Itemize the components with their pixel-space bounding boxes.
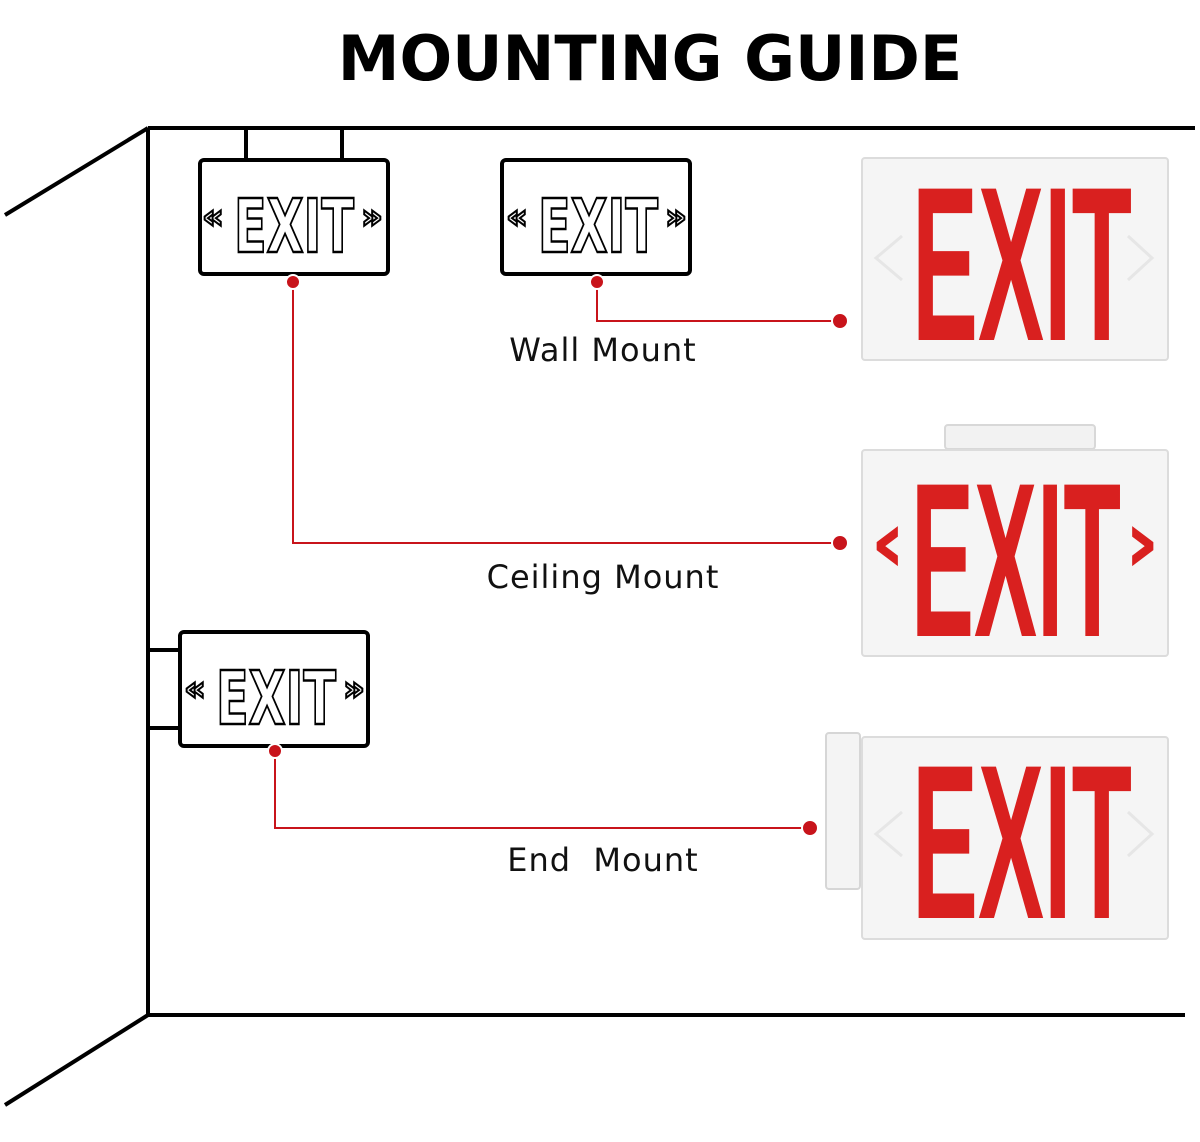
right-arrow-icon: » [343, 669, 365, 709]
exit-outline-text: EXIT [538, 184, 658, 270]
exit-outline-text: EXIT [234, 184, 354, 270]
sign-panel [861, 157, 1169, 361]
exit-red-text: EXIT [912, 141, 1132, 387]
sign-frame [198, 158, 390, 276]
end-mount-label: End Mount [507, 841, 698, 879]
connector-dot [831, 534, 849, 552]
faint-chevron-left-icon [873, 810, 903, 858]
ceiling-mount-label: Ceiling Mount [487, 558, 720, 596]
sign-frame [500, 158, 692, 276]
faint-chevron-right-icon [1126, 810, 1155, 858]
sign-panel [861, 736, 1169, 940]
left-arrow-icon: « [202, 197, 224, 237]
chevron-right-icon: › [1124, 490, 1160, 593]
connectors [274, 282, 840, 829]
ceiling-left-edge [3, 126, 150, 217]
ceiling-mount-red-sign: ‹ › EXIT [861, 424, 1169, 683]
exit-red-text: EXIT [912, 719, 1132, 965]
page-title: MOUNTING GUIDE [338, 22, 962, 95]
wall-mount-red-sign: EXIT [861, 141, 1169, 387]
connector-dot [267, 743, 283, 759]
ceiling-mount-connector [292, 282, 840, 544]
sign-panel [861, 449, 1169, 657]
connector-dot [589, 274, 605, 290]
room-outline [3, 126, 1195, 1107]
end-mount-outline-sign: « EXIT » [148, 630, 370, 748]
connector-dot [285, 274, 301, 290]
ceiling-mount-outline-sign: « EXIT » [198, 128, 390, 276]
exit-red-text: EXIT [911, 437, 1121, 683]
left-arrow-icon: « [184, 669, 206, 709]
wall-mount-connector [596, 282, 840, 322]
wall-mount-outline-sign: « EXIT » [500, 158, 692, 276]
end-bracket-plate [825, 732, 861, 890]
connector-dots [267, 274, 849, 837]
faint-chevron-right-icon [1126, 234, 1155, 282]
faint-chevron-left-icon [873, 234, 903, 282]
chevron-left-icon: ‹ [870, 490, 906, 593]
end-mount-red-sign: EXIT [825, 719, 1169, 965]
end-mount-connector [274, 751, 810, 829]
exit-outline-text: EXIT [216, 656, 336, 742]
floor-left-edge [3, 1013, 150, 1107]
right-arrow-icon: » [665, 197, 687, 237]
connector-dot [801, 819, 819, 837]
connector-dot [831, 312, 849, 330]
right-arrow-icon: » [361, 197, 383, 237]
wall-mount-label: Wall Mount [509, 331, 696, 369]
left-arrow-icon: « [506, 197, 528, 237]
